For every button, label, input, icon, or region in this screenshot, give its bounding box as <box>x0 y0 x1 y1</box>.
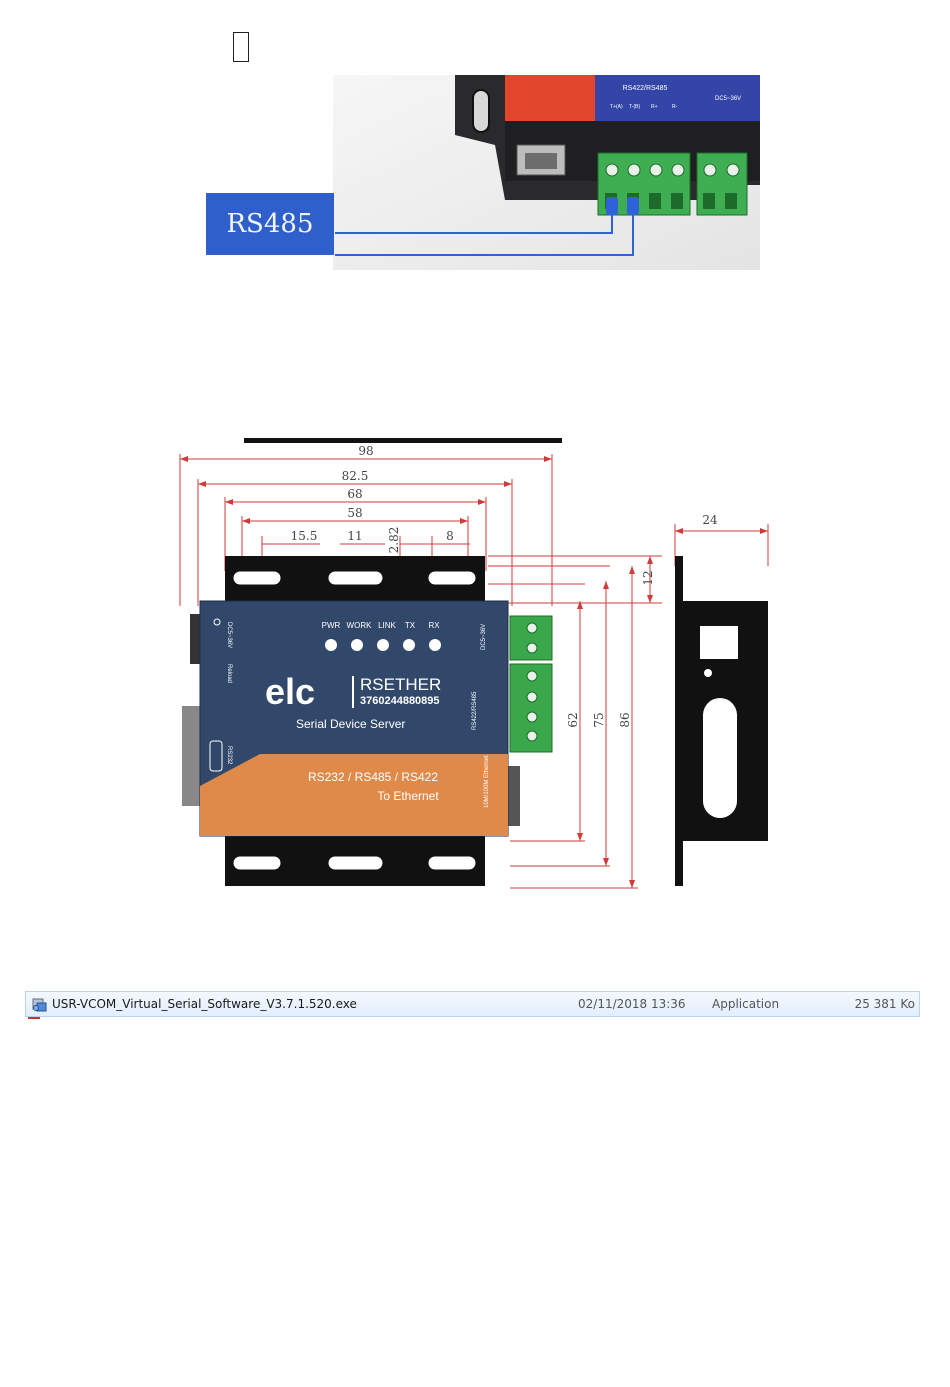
photo-pin-label: T-(B) <box>629 104 640 110</box>
file-type: Application <box>712 997 780 1011</box>
device-connector-photo: RS422/RS485 T+(A) T-(B) R+ R- DC5~36V <box>333 75 760 270</box>
device-ean: 3760244880895 <box>360 695 440 707</box>
led-label-pwr: PWR <box>322 621 341 630</box>
led-label-work: WORK <box>347 621 373 630</box>
dimension-drawing: 98 82.5 68 58 15.5 11 2.82 8 12 24 62 75… <box>179 438 769 889</box>
dim-86: 86 <box>618 712 632 727</box>
file-name: USR-VCOM_Virtual_Serial_Software_V3.7.1.… <box>52 997 357 1011</box>
dim-82-5: 82.5 <box>342 469 369 483</box>
dim-68: 68 <box>347 487 362 501</box>
brand-logo: elc <box>265 671 315 712</box>
left-power-label: DC5~36V <box>226 622 232 648</box>
photo-pin-label: R- <box>672 104 678 110</box>
file-list-row[interactable]: USR-VCOM_Virtual_Serial_Software_V3.7.1.… <box>25 991 920 1017</box>
file-date: 02/11/2018 13:36 <box>578 997 686 1011</box>
left-rs232-label: RS232 <box>226 746 232 765</box>
right-ethernet-label: 10M/100M Ethernet <box>484 755 490 808</box>
dim-62: 62 <box>566 712 580 727</box>
dim-8: 8 <box>446 529 454 543</box>
dim-2-82: 2.82 <box>387 527 401 554</box>
dim-58: 58 <box>347 506 362 520</box>
device-model: RSETHER <box>360 675 441 694</box>
rs485-label: RS485 <box>206 193 334 255</box>
missing-glyph-icon <box>233 32 249 62</box>
device-subtitle: Serial Device Server <box>296 717 405 731</box>
photo-power-label: DC5~36V <box>715 96 741 102</box>
left-reload-label: Reload <box>226 664 232 683</box>
row-marker <box>28 1017 40 1019</box>
led-label-tx: TX <box>405 621 416 630</box>
photo-pin-label: T+(A) <box>610 104 623 110</box>
dim-24: 24 <box>702 513 718 527</box>
file-size: 25 381 Ko <box>854 997 915 1011</box>
dim-12: 12 <box>641 570 655 585</box>
right-rs-label: RS422/RS485 <box>472 691 478 730</box>
led-label-link: LINK <box>378 621 396 630</box>
dim-15-5: 15.5 <box>291 529 318 543</box>
dim-75: 75 <box>592 712 606 727</box>
band-line1: RS232 / RS485 / RS422 <box>308 770 438 784</box>
right-power-label: DC5~36V <box>481 624 487 650</box>
dim-98: 98 <box>358 444 373 458</box>
photo-pin-label: R+ <box>651 104 658 110</box>
dim-11: 11 <box>347 529 362 543</box>
setup-exe-icon <box>32 998 47 1012</box>
led-label-rx: RX <box>428 621 440 630</box>
band-line2: To Ethernet <box>377 789 439 803</box>
photo-panel-title: RS422/RS485 <box>623 85 668 92</box>
